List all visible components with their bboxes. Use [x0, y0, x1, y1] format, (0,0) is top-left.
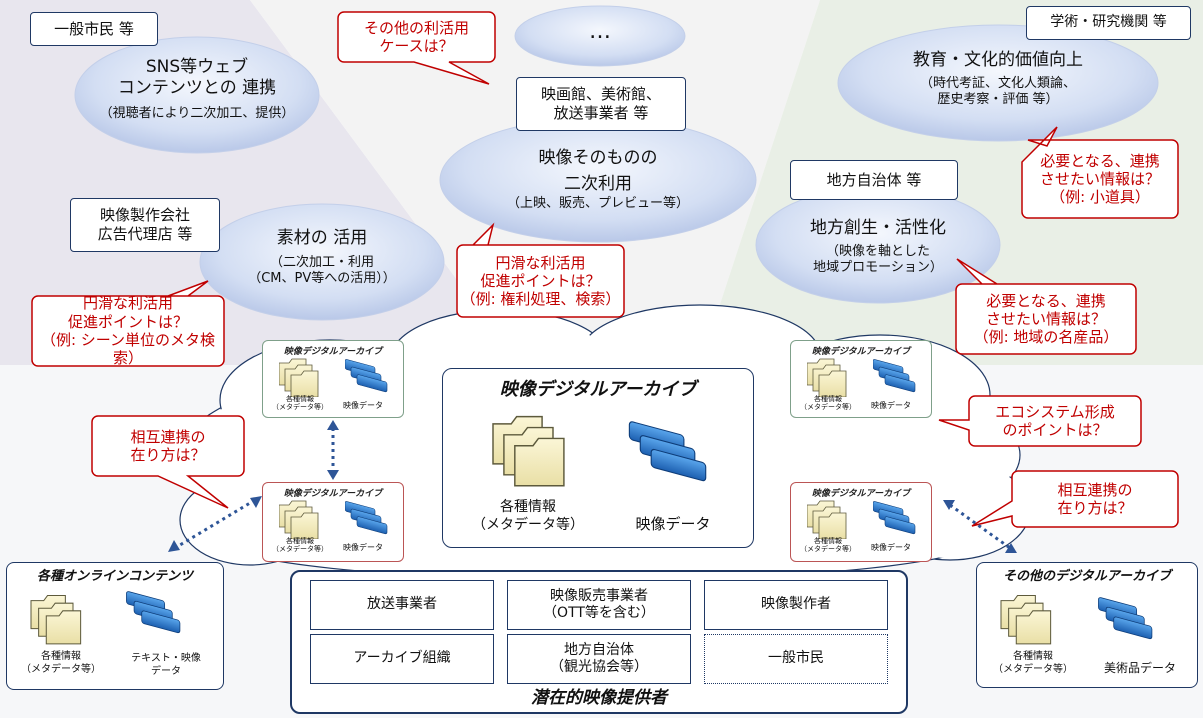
folder-icon	[30, 595, 82, 645]
provider-archive-org: アーカイブ組織	[310, 634, 494, 684]
local-gov-tag: 地方自治体 等	[790, 160, 958, 200]
sns-bubble-sub: （視聴者により二次加工、提供）	[99, 106, 295, 121]
regional-bubble-sub: （映像を軸とした 地域プロモーション）	[813, 244, 943, 276]
online-contents-data-label: テキスト・映像 データ	[131, 653, 201, 677]
folder-icon	[279, 500, 319, 539]
main-archive-title: 映像デジタルアーカイブ	[499, 379, 697, 400]
main-archive: 映像デジタルアーカイブ 各種情報 （メタデータ等） 映像データ	[442, 368, 754, 548]
academic-tag: 学術・研究機関 等	[1026, 6, 1191, 40]
archive-card-top-left: 映像デジタルアーカイブ 各種情報 （メタデータ等） 映像データ	[262, 340, 404, 418]
archive-card-video-label: 映像データ	[343, 543, 383, 552]
archive-card-info-label: 各種情報 （メタデータ等）	[800, 395, 856, 412]
archive-card-info-label: 各種情報 （メタデータ等）	[800, 537, 856, 554]
provider-video-sales: 映像販売事業者 （OTT等を含む）	[507, 580, 691, 630]
other-archive-info-label: 各種情報 （メタデータ等）	[993, 651, 1073, 675]
question-mutual-left: 相互連携の 在り方は？	[130, 427, 206, 464]
archive-card-top-right: 映像デジタルアーカイブ 各種情報 （メタデータ等） 映像データ	[790, 340, 932, 418]
question-ecosystem: エコシステム形成 のポイントは？	[995, 402, 1115, 439]
other-archive-panel: その他のデジタルアーカイブ 各種情報 （メタデータ等） 美術品データ	[976, 562, 1198, 688]
theater-tag: 映画館、美術館、 放送事業者 等	[516, 77, 686, 131]
question-other-usecases: その他の利活用 ケースは？	[363, 18, 469, 55]
archive-card-title: 映像デジタルアーカイブ	[283, 489, 383, 499]
hard-drive-icon	[873, 359, 916, 393]
provider-broadcaster: 放送事業者	[310, 580, 494, 630]
folder-icon	[279, 358, 319, 397]
other-archive-title: その他のデジタルアーカイブ	[1003, 569, 1171, 584]
archive-card-info-label: 各種情報 （メタデータ等）	[272, 537, 328, 554]
providers-caption: 潜在的映像提供者	[531, 688, 667, 708]
hard-drive-icon	[126, 591, 181, 634]
archive-card-bottom-right: 映像デジタルアーカイブ 各種情報 （メタデータ等） 映像データ	[790, 482, 932, 562]
archive-card-video-label: 映像データ	[871, 401, 911, 410]
archive-card-bottom-left: 映像デジタルアーカイブ 各種情報 （メタデータ等） 映像データ	[262, 482, 404, 562]
hard-drive-icon	[345, 359, 388, 393]
question-info-local: 必要となる、連携 させたい情報は？ （例: 地域の名産品）	[973, 291, 1119, 347]
online-contents-panel: 各種オンラインコンテンツ 各種情報 （メタデータ等） テキスト・映像 データ	[6, 562, 224, 690]
hard-drive-icon	[873, 501, 916, 535]
question-promotion-rights: 円滑な利活用 促進ポイントは？ （例: 権利処理、検索）	[460, 253, 621, 309]
archive-card-video-label: 映像データ	[871, 543, 911, 552]
archive-card-title: 映像デジタルアーカイブ	[811, 347, 911, 357]
provider-citizen: 一般市民	[704, 634, 888, 684]
question-info-props: 必要となる、連携 させたい情報は？ （例: 小道具）	[1039, 151, 1160, 207]
question-mutual-right: 相互連携の 在り方は？	[1057, 480, 1133, 517]
main-archive-video-label: 映像データ	[635, 515, 711, 533]
archive-card-title: 映像デジタルアーカイブ	[283, 347, 383, 357]
production-tag: 映像製作会社 広告代理店 等	[70, 198, 220, 252]
archive-card-info-label: 各種情報 （メタデータ等）	[272, 395, 328, 412]
main-archive-info-label: 各種情報 （メタデータ等）	[472, 499, 584, 533]
provider-local-gov: 地方自治体 （観光協会等）	[507, 634, 691, 684]
hard-drive-icon	[345, 501, 388, 535]
regional-bubble-title: 地方創生・活性化	[810, 218, 946, 238]
secondary-bubble-sub: （上映、販売、プレビュー等）	[506, 196, 689, 211]
folder-icon	[492, 415, 565, 487]
archive-card-video-label: 映像データ	[343, 401, 383, 410]
sns-bubble-title: SNS等ウェブ コンテンツとの 連携	[117, 57, 277, 99]
online-contents-info-label: 各種情報 （メタデータ等）	[21, 651, 101, 675]
online-contents-title: 各種オンラインコンテンツ	[36, 569, 193, 584]
hard-drive-icon	[628, 421, 707, 483]
folder-icon	[807, 500, 847, 539]
ellipsis-bubble: …	[589, 19, 611, 44]
material-bubble-sub: （二次加工・利用 （CM、PV等への活用））	[248, 255, 396, 287]
material-bubble-title: 素材の 活用	[276, 228, 368, 248]
hard-drive-icon	[1098, 597, 1153, 640]
archive-card-title: 映像デジタルアーカイブ	[811, 489, 911, 499]
provider-producer: 映像製作者	[704, 580, 888, 630]
question-promotion-search: 円滑な利活用 促進ポイントは？ （例: シーン単位のメタ検索）	[40, 294, 216, 368]
other-archive-data-label: 美術品データ	[1103, 661, 1176, 675]
citizen-tag: 一般市民 等	[30, 12, 158, 46]
secondary-bubble-title: 映像そのものの 二次利用	[538, 148, 658, 194]
education-bubble-sub: （時代考証、文化人類論、 歴史考察・評価 等）	[919, 76, 1076, 108]
folder-icon	[807, 358, 847, 397]
folder-icon	[1000, 595, 1052, 645]
education-bubble-title: 教育・文化的価値向上	[913, 50, 1083, 70]
